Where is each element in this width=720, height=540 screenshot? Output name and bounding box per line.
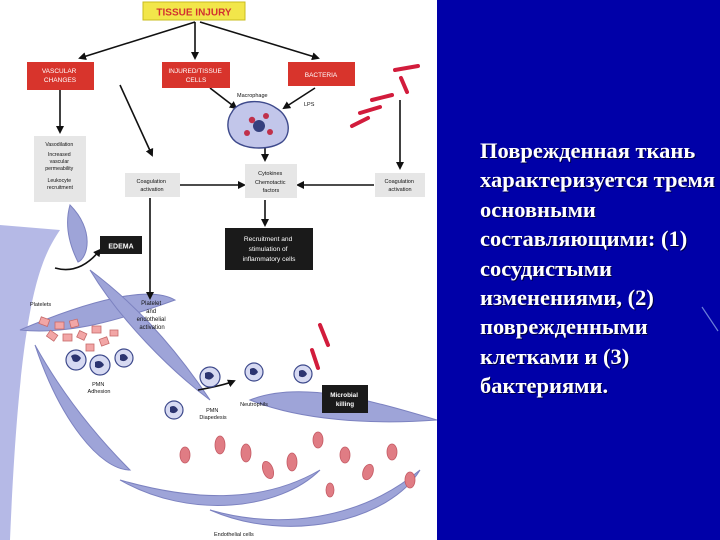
bacteria-box (288, 62, 355, 86)
platelet-act-4: activation (139, 325, 164, 331)
svg-text:VASCULAR CHANGES: VASCULAR CHANGES (42, 68, 78, 84)
bacteria-rods (310, 64, 420, 370)
recruitment-1: Recruitment and (244, 236, 293, 243)
cytokines-3: factors (263, 188, 280, 194)
platelet-act-3: endothelial (137, 317, 166, 323)
tissue-injury-label: TISSUE INJURY (156, 8, 232, 19)
coag-right-1: Coagulation (385, 179, 414, 185)
slide-caption: Поврежденная ткань характеризуется тремя… (480, 138, 715, 399)
svg-text:Microbial killing: Microbial killing (330, 392, 359, 408)
endothelial-label: Endothelial cells (214, 532, 254, 538)
vascular-list-3: vascular (50, 159, 70, 165)
svg-text:Platelet and endotheli: Platelet and endothelial activation (137, 301, 168, 331)
svg-text:Recruitment and stimulatio: Recruitment and stimulation of inflammat… (243, 236, 296, 263)
vascular-list-6: recruitment (47, 185, 74, 191)
platelet-act-2: and (146, 309, 156, 315)
svg-text:PMN Adhesion: PMN Adhesion (88, 382, 111, 395)
macrophage-cell (227, 101, 289, 149)
coag-left-1: Coagulation (137, 179, 166, 185)
vascular-list-box (34, 136, 86, 202)
lps-label: LPS (304, 102, 315, 108)
bacteria-label: BACTERIA (305, 72, 338, 79)
platelet-act-1: Platelet (141, 301, 161, 307)
svg-text:Cytokines Chemotactic: Cytokines Chemotactic factors (255, 171, 287, 194)
recruitment-box (225, 228, 313, 270)
svg-text:Coagulation activation: Coagulation activation (385, 179, 416, 193)
pmn-adhesion-2: Adhesion (88, 389, 111, 395)
svg-text:Coagulation activation: Coagulation activation (137, 179, 168, 193)
cytokines-box (245, 164, 297, 198)
cytokines-1: Cytokines (258, 171, 282, 177)
coag-right-2: activation (388, 187, 411, 193)
recruitment-3: inflammatory cells (243, 256, 296, 263)
decorative-line (701, 306, 719, 332)
pmn-adhesion-1: PMN (92, 382, 104, 388)
svg-text:INJURED/TISSUE CELLS: INJURED/TISSUE CELLS (168, 68, 223, 84)
coagulation-right-box (375, 173, 425, 197)
injured-cells-box (162, 62, 230, 88)
vascular-list-2: Increased (48, 152, 71, 158)
svg-text:PMN Diapedesis: PMN Diapedesis (199, 408, 226, 421)
pmn-diapedesis-2: Diapedesis (199, 415, 226, 421)
vascular-list-5: Leukocyte (47, 178, 71, 184)
microbial-2: killing (336, 401, 354, 408)
injured-cells-label-1: INJURED/TISSUE (168, 68, 222, 75)
edema-label: EDEMA (108, 244, 133, 251)
tissue-injury-box (142, 1, 246, 21)
cytokines-2: Chemotactic (255, 180, 286, 186)
microbial-1: Microbial (330, 392, 358, 399)
inflammation-diagram: TISSUE INJURY VASCULAR CHANGES INJURED/T… (0, 0, 437, 540)
red-blood-cells (179, 431, 416, 498)
vascular-changes-box (27, 62, 94, 90)
leukocytes (65, 348, 313, 420)
svg-text:Vasodilation Increased: Vasodilation Increased vascular permeabi… (45, 142, 74, 191)
edema-box (100, 236, 142, 254)
vascular-changes-label-1: VASCULAR (42, 68, 77, 75)
coagulation-left-box (125, 173, 180, 197)
platelets-cluster (38, 316, 119, 352)
recruitment-2: stimulation of (249, 246, 288, 253)
pmn-diapedesis-1: PMN (206, 408, 218, 414)
macrophage-label: Macrophage (237, 93, 268, 99)
microbial-killing-box (322, 385, 368, 413)
coag-left-2: activation (140, 187, 163, 193)
vascular-list-4: permeability (45, 166, 73, 172)
injured-cells-label-2: CELLS (186, 77, 207, 84)
platelets-label: Platelets (30, 302, 51, 308)
vascular-changes-label-2: CHANGES (44, 77, 77, 84)
vascular-list-1: Vasodilation (45, 142, 73, 148)
neutrophils-label: Neutrophils (240, 402, 268, 408)
